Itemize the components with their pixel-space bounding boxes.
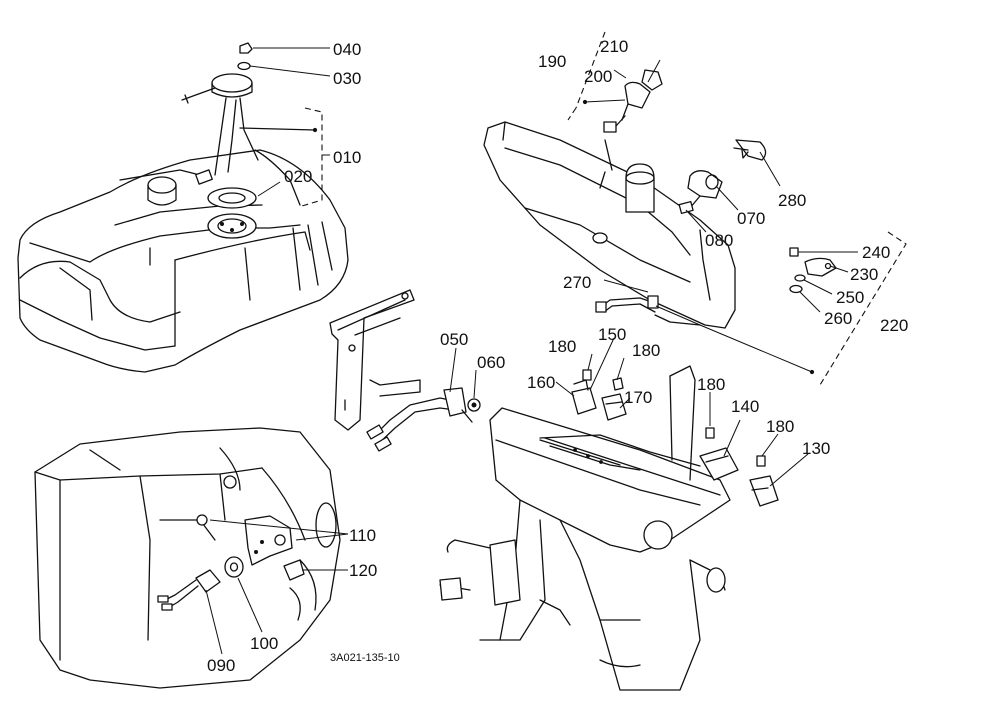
fuel-tank bbox=[17, 149, 349, 373]
label-080: 080 bbox=[705, 231, 733, 250]
group-bracket-220 bbox=[819, 231, 907, 386]
group-bracket-190 bbox=[567, 31, 606, 121]
switch-170 bbox=[601, 393, 627, 421]
label-140: 140 bbox=[731, 397, 759, 416]
leader-lines bbox=[205, 47, 858, 655]
sensor-090 bbox=[157, 569, 221, 611]
label-240: 240 bbox=[862, 243, 890, 262]
label-010: 010 bbox=[333, 148, 361, 167]
label-020: 020 bbox=[284, 167, 312, 186]
group-bracket-010 bbox=[301, 107, 323, 207]
bolt-small-110 bbox=[196, 514, 208, 526]
label-260: 260 bbox=[824, 309, 852, 328]
connector-080 bbox=[678, 200, 694, 215]
bolt-180c bbox=[705, 427, 715, 439]
switch-140 bbox=[699, 447, 739, 481]
bracket-050 bbox=[329, 289, 421, 431]
label-180c: 180 bbox=[697, 375, 725, 394]
label-120: 120 bbox=[349, 561, 377, 580]
label-210: 210 bbox=[600, 37, 628, 56]
label-110: 110 bbox=[349, 526, 376, 545]
bolt-120 bbox=[283, 559, 305, 581]
bolt-180b bbox=[612, 377, 624, 391]
label-150: 150 bbox=[598, 325, 626, 344]
label-030: 030 bbox=[333, 69, 361, 88]
bracket-230 bbox=[804, 257, 837, 277]
bolt-180d bbox=[756, 455, 766, 467]
label-130: 130 bbox=[802, 439, 830, 458]
label-280: 280 bbox=[778, 191, 806, 210]
harness-050 bbox=[366, 387, 473, 452]
label-270: 270 bbox=[563, 273, 591, 292]
label-190: 190 bbox=[538, 52, 566, 71]
gasket-020 bbox=[207, 187, 257, 209]
label-180a: 180 bbox=[548, 337, 576, 356]
bracket-110 bbox=[244, 515, 293, 566]
label-230: 230 bbox=[850, 265, 878, 284]
switch-070 bbox=[687, 170, 723, 209]
bolt-240 bbox=[789, 247, 799, 257]
key-280 bbox=[733, 139, 767, 161]
label-070: 070 bbox=[737, 209, 765, 228]
switch-bracket bbox=[539, 434, 701, 471]
switch-200 bbox=[603, 81, 651, 133]
washer-100 bbox=[224, 556, 244, 578]
label-090: 090 bbox=[207, 656, 235, 675]
engine-block bbox=[34, 427, 341, 689]
washer-250 bbox=[794, 274, 806, 282]
label-200: 200 bbox=[584, 67, 612, 86]
nut-040 bbox=[239, 42, 253, 54]
bolt-060 bbox=[467, 398, 481, 412]
fuel-sender-010 bbox=[181, 73, 316, 185]
bolt-180a bbox=[582, 369, 592, 381]
drawing-code: 3A021-135-10 bbox=[330, 652, 400, 664]
label-220: 220 bbox=[880, 316, 908, 335]
part-labels: 040 030 010 020 190 210 200 280 070 080 … bbox=[207, 37, 908, 675]
label-180b: 180 bbox=[632, 341, 660, 360]
label-160: 160 bbox=[527, 373, 555, 392]
switch-130 bbox=[749, 475, 779, 507]
nut-260 bbox=[789, 284, 803, 294]
washer-030 bbox=[237, 61, 251, 71]
label-100: 100 bbox=[250, 634, 278, 653]
label-180d: 180 bbox=[766, 417, 794, 436]
knob-210 bbox=[641, 69, 663, 91]
label-060: 060 bbox=[477, 353, 505, 372]
instrument-panel bbox=[483, 121, 736, 329]
harness-270 bbox=[595, 295, 701, 326]
label-170: 170 bbox=[624, 388, 652, 407]
label-050: 050 bbox=[440, 330, 468, 349]
front-frame bbox=[439, 365, 731, 691]
label-250: 250 bbox=[836, 288, 864, 307]
label-040: 040 bbox=[333, 40, 361, 59]
